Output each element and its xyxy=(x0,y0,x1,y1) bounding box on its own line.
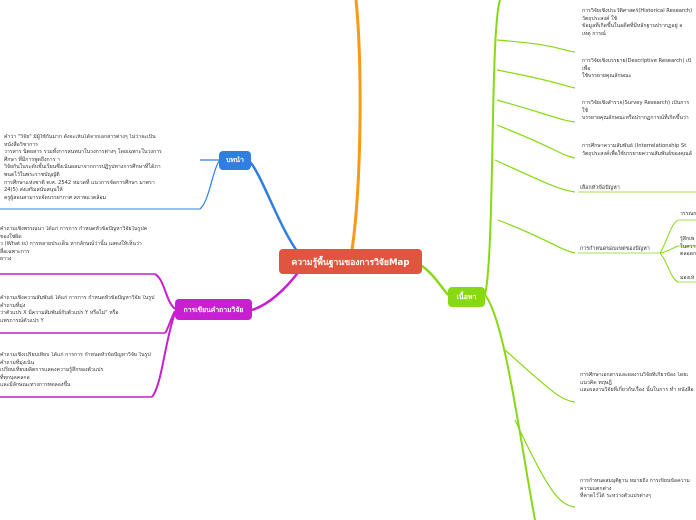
content-select-problem: เลือกหัวข้อปัญหา xyxy=(580,185,620,191)
content-hypothesis: การกำหนดสมมุติฐาน หมายถึง การเขียนข้อควา… xyxy=(580,478,690,500)
scope-child-3: มองเห็ xyxy=(680,275,695,281)
scope-child-1: วรรณก xyxy=(680,211,696,217)
content-define-scope: การกำหนดขอบเขตของปัญหา xyxy=(580,246,650,252)
green-branch-line xyxy=(419,263,449,296)
content-interrelationship: การศึกษาความสัมพันธ์ (Interrelationship … xyxy=(582,143,692,157)
question-comparative: คำถามเชิงเปรียบเทียบ ได้แก่ การการ กำหนด… xyxy=(0,352,151,389)
content-survey: การวิจัยเชิงสำรวจ(Survey Research) เป็นก… xyxy=(582,100,690,122)
content-descriptive: การวิจัยเชิงบรรยาย(Descriptive Research)… xyxy=(582,58,692,80)
branch-content[interactable]: เนื้อหา xyxy=(448,287,485,307)
branch-intro[interactable]: บทนำ xyxy=(219,151,251,170)
scope-child-2: รู้สึกเพ ในความ ตลอดก xyxy=(680,236,696,258)
content-literature-review: การศึกษาเอกสารและผลงานวิจัยที่เกี่ยวข้อง… xyxy=(580,372,694,394)
blue-branch-line xyxy=(249,161,301,256)
orange-branch-line xyxy=(350,0,362,251)
question-relational: คำถามเชิงความสัมพันธ์ ได้แก่ การการ กำหน… xyxy=(0,295,155,324)
question-descriptive: คำถามเชิงพรรณนา ได้แก่ การการ กำหนดหัวข้… xyxy=(0,226,148,263)
content-historical: การวิจัยเชิงประวัติศาสตร์(Historical Res… xyxy=(582,8,693,37)
intro-text: คำว่า "วิจัย" มีผู้ใช้กันมาก ดังจะเห็นได… xyxy=(4,134,162,201)
magenta-branch-line xyxy=(251,269,301,312)
central-topic[interactable]: ความรู้พื้นฐานของการวิจัยMap xyxy=(279,249,422,274)
branch-research-questions[interactable]: การเขียนคำถามวิจัย xyxy=(175,299,252,320)
